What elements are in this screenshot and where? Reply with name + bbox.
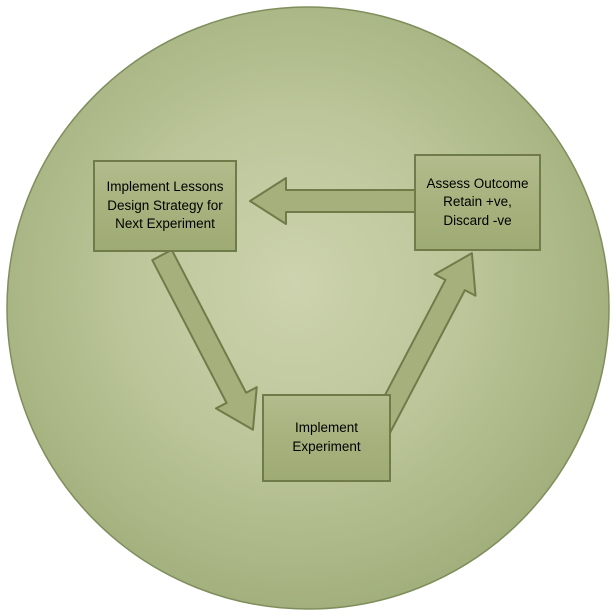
node-text-line: Implement bbox=[294, 420, 359, 436]
node-text-line: Design Strategy for bbox=[107, 197, 223, 213]
node-implement-experiment: Implement Experiment bbox=[262, 394, 391, 482]
node-text-line: Experiment bbox=[292, 439, 361, 454]
node-text-line: Retain +ve, bbox=[443, 194, 512, 210]
node-text-line: Assess Outcome bbox=[426, 175, 529, 191]
node-implement-lessons: Implement Lessons Design Strategy for Ne… bbox=[93, 160, 237, 252]
node-assess-outcome: Assess Outcome Retain +ve, Discard -ve bbox=[414, 154, 541, 251]
node-text-line: Next Experiment bbox=[115, 216, 215, 232]
arrow-lessons-to-experiment bbox=[151, 248, 258, 431]
background-circle bbox=[6, 6, 610, 610]
arrow-assess-to-lessons bbox=[249, 177, 419, 225]
node-text-line: Discard -ve bbox=[443, 212, 512, 228]
node-text-line: Implement Lessons bbox=[106, 179, 224, 195]
arrow-experiment-to-assess bbox=[367, 252, 477, 439]
